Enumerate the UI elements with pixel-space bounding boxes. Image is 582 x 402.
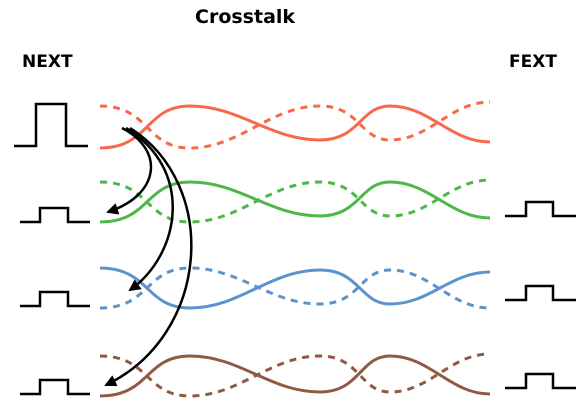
coupling-arrow-to-pair-2 xyxy=(106,126,153,215)
fext-pulse-pair-2 xyxy=(505,200,576,218)
next-pulse-pair-3 xyxy=(20,290,90,308)
next-pulse-pair-1 xyxy=(14,102,88,148)
fext-pulse-pair-4 xyxy=(505,372,576,390)
pair-3-solid-wire xyxy=(99,266,491,310)
twisted-pair-4 xyxy=(99,352,491,398)
pair-4-solid-wire xyxy=(99,354,491,398)
pair-1-dashed-wire xyxy=(99,100,491,150)
pair-2-dashed-wire xyxy=(99,178,491,224)
next-label: NEXT xyxy=(22,52,73,72)
fext-label: FEXT xyxy=(509,52,557,72)
twisted-pair-2 xyxy=(99,178,491,224)
next-pulse-pair-4 xyxy=(20,378,90,396)
diagram-title: Crosstalk xyxy=(195,6,296,28)
twisted-pair-1 xyxy=(99,100,491,150)
pair-4-dashed-wire xyxy=(99,352,491,398)
fext-pulse-pair-3 xyxy=(505,284,576,302)
pair-1-solid-wire xyxy=(99,104,491,150)
pair-3-dashed-wire xyxy=(99,266,491,310)
twisted-pair-3 xyxy=(99,266,491,310)
coupling-arrow-to-pair-3 xyxy=(125,126,174,292)
next-pulse-pair-2 xyxy=(20,206,90,224)
pair-2-solid-wire xyxy=(99,180,491,224)
coupling-arrow-to-pair-4 xyxy=(104,126,193,387)
